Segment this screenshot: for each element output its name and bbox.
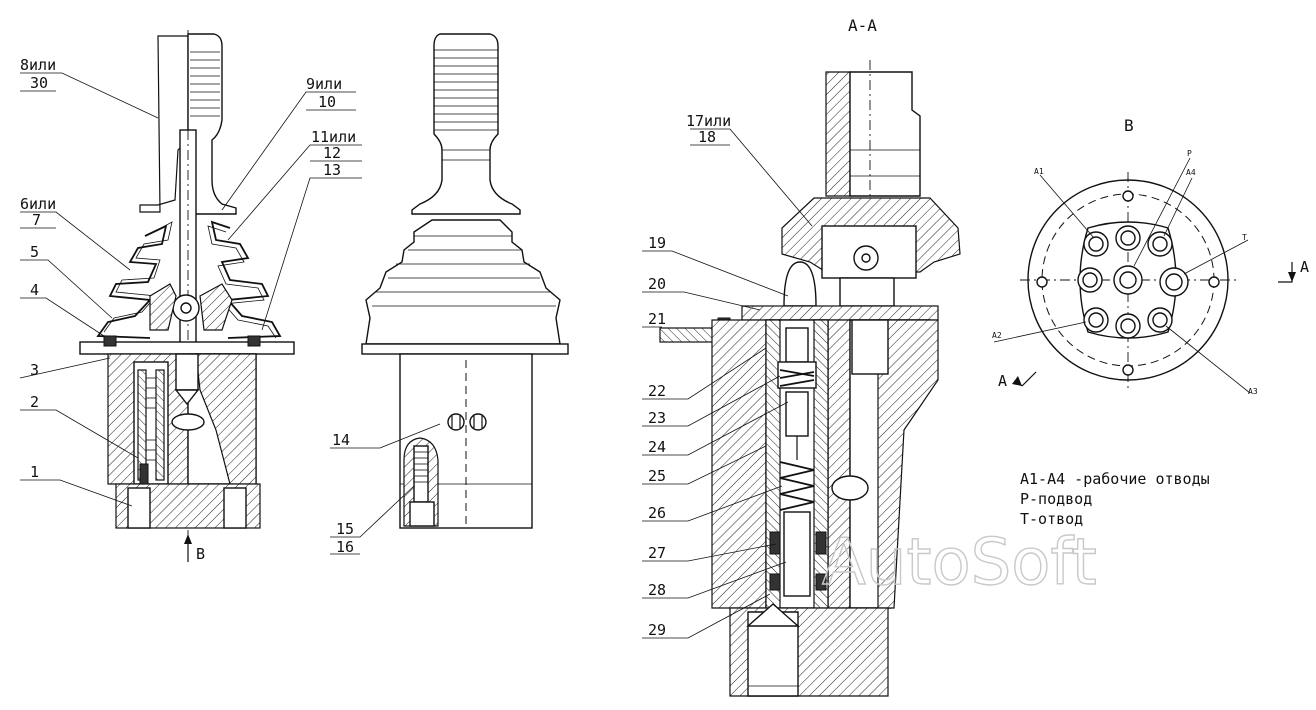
port-label-a2: A2	[992, 331, 1002, 340]
port-label-a4: A4	[1186, 168, 1196, 177]
label-4: 4	[30, 281, 39, 299]
port-label-p: P	[1187, 149, 1192, 158]
label-28: 28	[648, 581, 666, 599]
view-titles: А-А В В А А	[196, 16, 1309, 563]
port-label-t: T	[1242, 233, 1247, 242]
label-26: 26	[648, 504, 666, 522]
label-6: 6или	[20, 195, 56, 213]
view-b-ports	[993, 157, 1296, 394]
front-section-view	[79, 30, 295, 562]
legend-line-2: Р-подвод	[1020, 490, 1092, 508]
port-p	[1113, 265, 1143, 295]
port-labels: A1 P A4 T A2 A3	[992, 149, 1258, 396]
label-29: 29	[648, 621, 666, 639]
port-center-bottom	[1115, 313, 1141, 339]
arrow-b-label: В	[196, 545, 205, 563]
legend-line-1: А1-А4 -рабочие отводы	[1020, 470, 1210, 488]
label-17: 17или	[686, 112, 731, 130]
label-7: 7	[32, 211, 41, 229]
label-10: 10	[318, 93, 336, 111]
legend-line-3: Т-отвод	[1020, 510, 1083, 528]
section-title: А-А	[848, 16, 877, 35]
label-30: 30	[30, 74, 48, 92]
port-label-a3: A3	[1248, 387, 1258, 396]
label-13: 13	[323, 161, 341, 179]
label-2: 2	[30, 393, 39, 411]
label-1: 1	[30, 463, 39, 481]
legend: А1-А4 -рабочие отводы Р-подвод Т-отвод	[1020, 470, 1210, 528]
label-3: 3	[30, 361, 39, 379]
label-8: 8или	[20, 56, 56, 74]
label-23: 23	[648, 409, 666, 427]
watermark: AutoSoft	[822, 526, 1097, 600]
label-5: 5	[30, 243, 39, 261]
section-a-a-view	[659, 60, 961, 697]
label-16: 16	[336, 538, 354, 556]
port-a2	[1083, 307, 1109, 333]
label-12: 12	[323, 144, 341, 162]
label-11: 11или	[311, 128, 356, 146]
front-view-leaders	[19, 72, 362, 507]
label-9: 9или	[306, 75, 342, 93]
label-24: 24	[648, 438, 666, 456]
label-19: 19	[648, 234, 666, 252]
label-22: 22	[648, 382, 666, 400]
port-t	[1159, 267, 1189, 297]
section-view-leaders	[642, 128, 813, 639]
label-27: 27	[648, 544, 666, 562]
port-a1	[1083, 231, 1109, 257]
port-left	[1077, 267, 1103, 293]
side-view-leaders	[330, 423, 441, 555]
label-21: 21	[648, 310, 666, 328]
port-center-top	[1115, 225, 1141, 251]
section-marker-right: А	[1300, 258, 1309, 276]
port-a4	[1147, 231, 1173, 257]
section-marker-left: А	[998, 372, 1007, 390]
part-labels: 8или 30 9или 10 11или 12 13 6или 7 5 4 3…	[20, 56, 731, 639]
label-18: 18	[698, 128, 716, 146]
view-b-title: В	[1124, 116, 1134, 135]
port-label-a1: A1	[1034, 167, 1044, 176]
label-25: 25	[648, 467, 666, 485]
label-15: 15	[336, 520, 354, 538]
label-20: 20	[648, 275, 666, 293]
exterior-side-view	[361, 33, 569, 529]
label-14: 14	[332, 431, 350, 449]
